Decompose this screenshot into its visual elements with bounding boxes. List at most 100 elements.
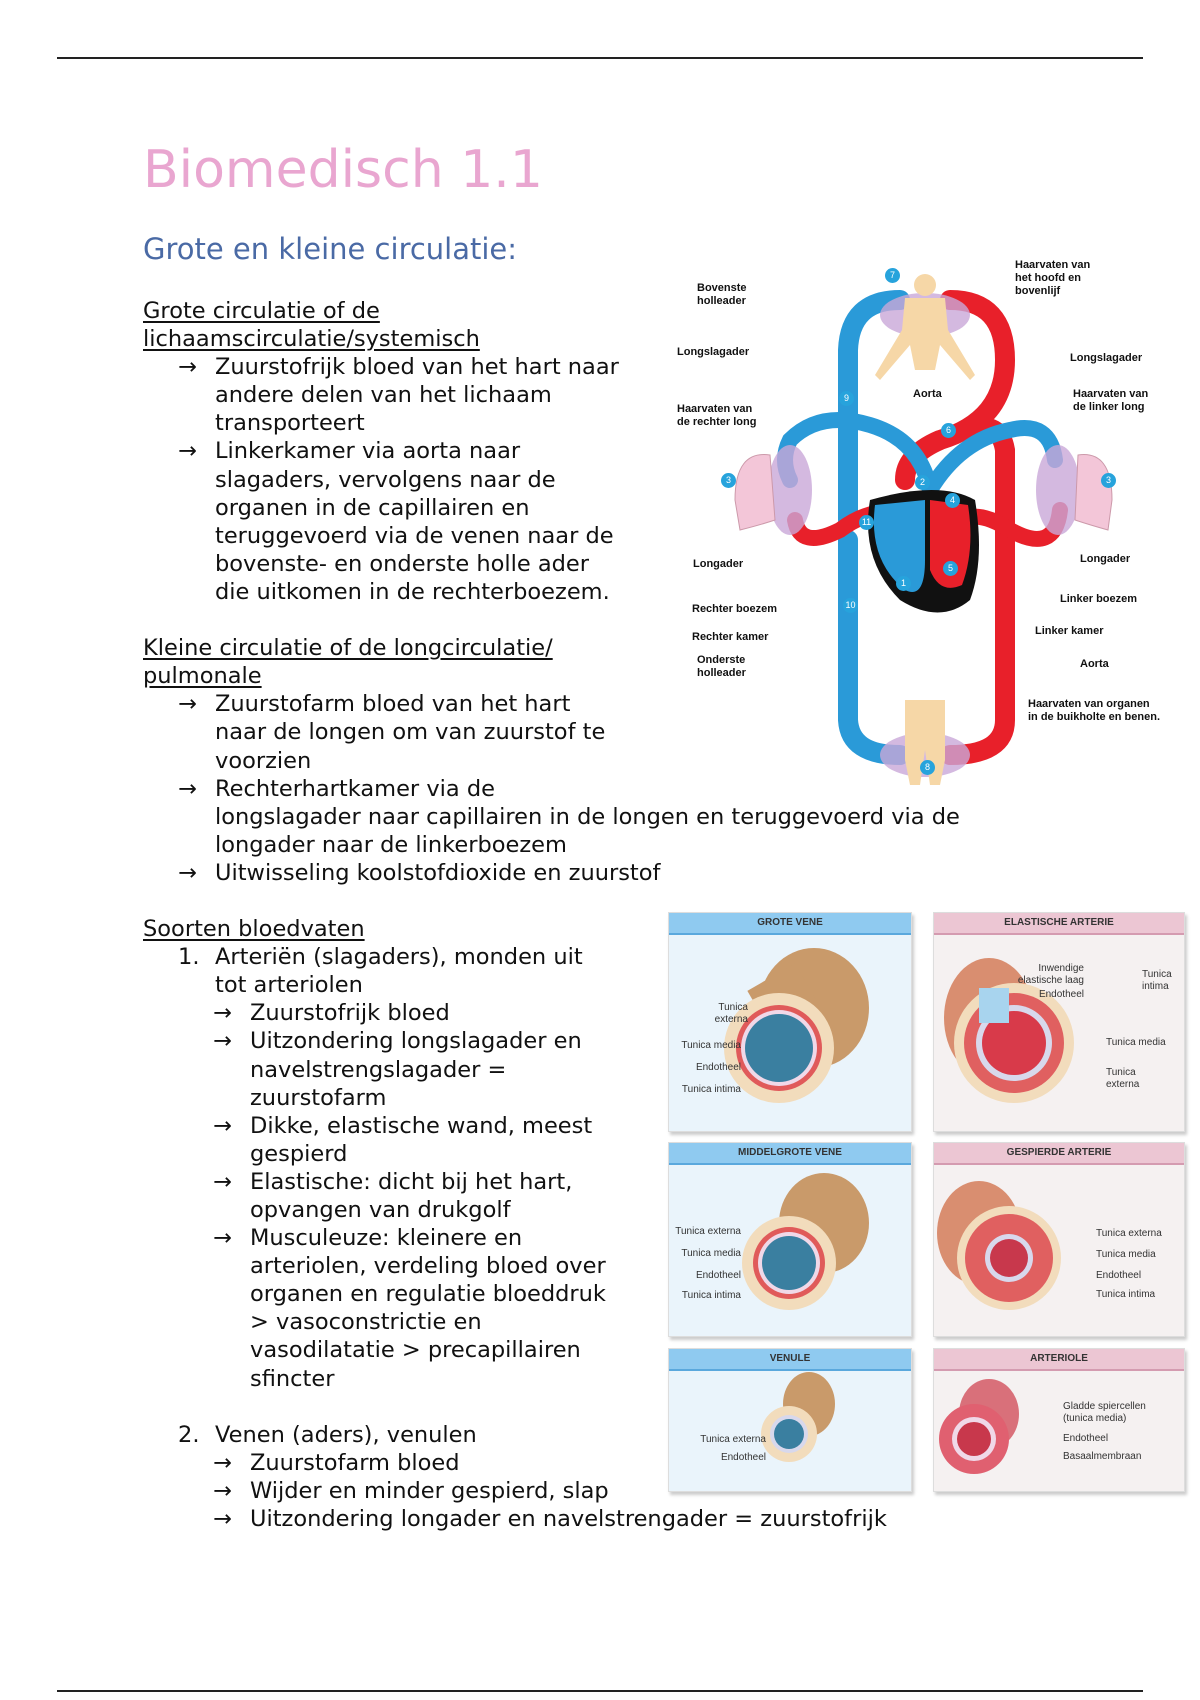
label-linker-boezem: Linker boezem — [1060, 593, 1138, 605]
line-text: bovenste- en onderste holle ader — [215, 550, 590, 577]
marker-9: 9 — [839, 391, 854, 406]
line-text: > vasoconstrictie en — [250, 1309, 482, 1336]
section-heading-line: pulmonale — [143, 662, 1043, 690]
list-item-line: voorzien — [143, 747, 1043, 775]
line-text: Wijder en minder gespierd, slap — [250, 1477, 609, 1504]
arrow-bullet-icon: → — [178, 438, 197, 465]
label-endotheel: Endotheel — [1096, 1270, 1142, 1281]
label-rechter-kamer: Rechter kamer — [692, 631, 769, 643]
list-item-line: bovenste- en onderste holle ader — [143, 550, 1043, 578]
line-text: Arteriën (slagaders), monden uit — [215, 944, 583, 971]
line-text: tot arteriolen — [215, 972, 363, 999]
list-item-line: transporteert — [143, 409, 1043, 437]
line-text: longader naar de linkerboezem — [215, 831, 567, 858]
list-item-line: organen en regulatie bloeddruk — [143, 1280, 1043, 1308]
line-text: Elastische: dicht bij het hart, — [250, 1168, 573, 1195]
label-endotheel: Endotheel — [1038, 989, 1084, 1000]
line-text: die uitkomen in de rechterboezem. — [215, 578, 610, 605]
line-text: opvangen van drukgolf — [250, 1197, 511, 1223]
line-text: Zuurstofarm bloed — [250, 1449, 460, 1476]
arrow-bullet-icon: → — [213, 1028, 232, 1055]
line-text: Uitwisseling koolstofdioxide en zuurstof — [215, 859, 661, 886]
list-number: 1. — [178, 944, 200, 971]
label-basaalmembraan: Basaalmembraan — [1063, 1451, 1142, 1462]
line-text: organen in de capillairen en — [215, 494, 530, 521]
line-text: Grote circulatie of de — [143, 298, 380, 324]
label-tunica-media: Tunica media — [1106, 1037, 1166, 1048]
label-endotheel: Endotheel — [1063, 1433, 1109, 1444]
label-longslagader-left: Longslagader — [677, 346, 750, 358]
line-text: andere delen van het lichaam — [215, 382, 552, 409]
footer-rule — [57, 1690, 1143, 1692]
list-item-line: opvangen van drukgolf — [143, 1196, 1043, 1224]
page-title: Biomedisch 1.1 — [143, 140, 543, 200]
arrow-bullet-icon: → — [213, 1225, 232, 1252]
list-item-line: → Musculeuze: kleinere en — [143, 1224, 1043, 1252]
label-aorta-bottom: Aorta — [1080, 658, 1109, 670]
list-item-line: organen in de capillairen en — [143, 494, 1043, 522]
label-aorta-top: Aorta — [913, 388, 942, 400]
list-item-line: sfincter — [143, 1365, 1043, 1393]
label-haarvaten-rechter-long: Haarvaten van de rechter long — [677, 403, 757, 428]
marker-8: 8 — [920, 760, 935, 775]
list-item-line: →Uitzondering longader en navelstrengade… — [143, 1505, 1043, 1533]
arrow-bullet-icon: → — [213, 1477, 232, 1504]
line-text: Kleine circulatie of de longcirculatie/ — [143, 635, 553, 662]
list-item-line: vasodilatatie > precapillairen — [143, 1336, 1043, 1364]
line-text: Musculeuze: kleinere en — [250, 1225, 523, 1252]
line-text: arteriolen, verdeling bloed over — [250, 1253, 606, 1280]
list-item-line: arteriolen, verdeling bloed over — [143, 1252, 1043, 1280]
label-haarvaten-hoofd: Haarvaten van het hoofd en bovenlijf — [1015, 259, 1091, 297]
list-item-line: teruggevoerd via de venen naar de — [143, 522, 1043, 550]
list-item-line: → Uitwisseling koolstofdioxide en zuursto… — [143, 859, 1043, 887]
line-text: slagaders, vervolgens naar de — [215, 466, 556, 493]
label-haarvaten-linker-long: Haarvaten van de linker long — [1073, 388, 1149, 413]
blank-line — [143, 887, 1043, 915]
section-heading: Grote en kleine circulatie: — [143, 232, 518, 266]
label-tunica-externa: Tunica externa — [1096, 1228, 1162, 1239]
label-gladde-spiercellen: Gladde spiercellen (tunica media) — [1063, 1401, 1146, 1424]
marker-2: 2 — [915, 475, 930, 490]
arrow-bullet-icon: → — [213, 1449, 232, 1476]
list-item-line: → Zuurstofrijk bloed — [143, 999, 1043, 1027]
line-text: sfincter — [250, 1365, 335, 1392]
marker-6: 6 — [941, 423, 956, 438]
label-haarvaten-organen: Haarvaten van organen in de buikholte en… — [1028, 698, 1161, 723]
arrow-bullet-icon: → — [178, 775, 197, 802]
circulation-illustration — [734, 274, 1113, 785]
list-item-line: →Dikke, elastische wand, meest — [143, 1112, 1043, 1140]
arrow-bullet-icon: → — [213, 1000, 232, 1027]
marker-1: 1 — [896, 576, 911, 591]
line-text: organen en regulatie bloeddruk — [250, 1281, 606, 1308]
label-tunica-intima: Tunica intima — [1142, 969, 1172, 992]
list-item-line: tot arteriolen — [143, 971, 1043, 999]
label-linker-kamer: Linker kamer — [1035, 625, 1104, 637]
line-text: navelstrengslagader = — [250, 1056, 507, 1083]
arrow-bullet-icon: → — [178, 859, 197, 886]
line-text: lichaamscirculatie/systemisch — [143, 326, 480, 353]
list-item-line: > vasoconstrictie en — [143, 1308, 1043, 1336]
list-item-line: → Elastische: dicht bij het hart, — [143, 1168, 1043, 1196]
section-heading-line: Soorten bloedvaten — [143, 915, 1043, 943]
label-rechter-boezem: Rechter boezem — [692, 603, 777, 615]
list-item-line: → Zuurstofarm bloed — [143, 1449, 1043, 1477]
line-text: Zuurstofrijk bloed van het hart naar — [215, 354, 619, 381]
line-text: voorzien — [215, 747, 312, 774]
header-rule — [57, 57, 1143, 59]
label-onderste-holleader: Onderste holleader — [697, 654, 746, 679]
list-item-line: → Wijder en minder gespierd, slap — [143, 1477, 1043, 1505]
arrow-bullet-icon: → — [213, 1168, 232, 1195]
list-item-line: →Linkerkamer via aorta naar — [143, 437, 1043, 465]
marker-3-right: 3 — [1101, 473, 1116, 488]
arrow-bullet-icon: → — [213, 1506, 232, 1533]
list-item-line: naar de longen om van zuurstof te — [143, 718, 1043, 746]
label-tunica-externa: Tunica externa — [1106, 1067, 1140, 1090]
arrow-bullet-icon: → — [178, 691, 197, 718]
line-text: Zuurstofrijk bloed — [250, 1000, 450, 1027]
label-bovenste-holleader: Bovenste holleader — [697, 282, 747, 307]
label-longslagader-right: Longslagader — [1070, 352, 1143, 364]
line-text: Dikke, elastische wand, meest — [250, 1112, 593, 1139]
label-longader-left: Longader — [693, 558, 744, 570]
line-text: Uitzondering longslagader en — [250, 1028, 582, 1055]
